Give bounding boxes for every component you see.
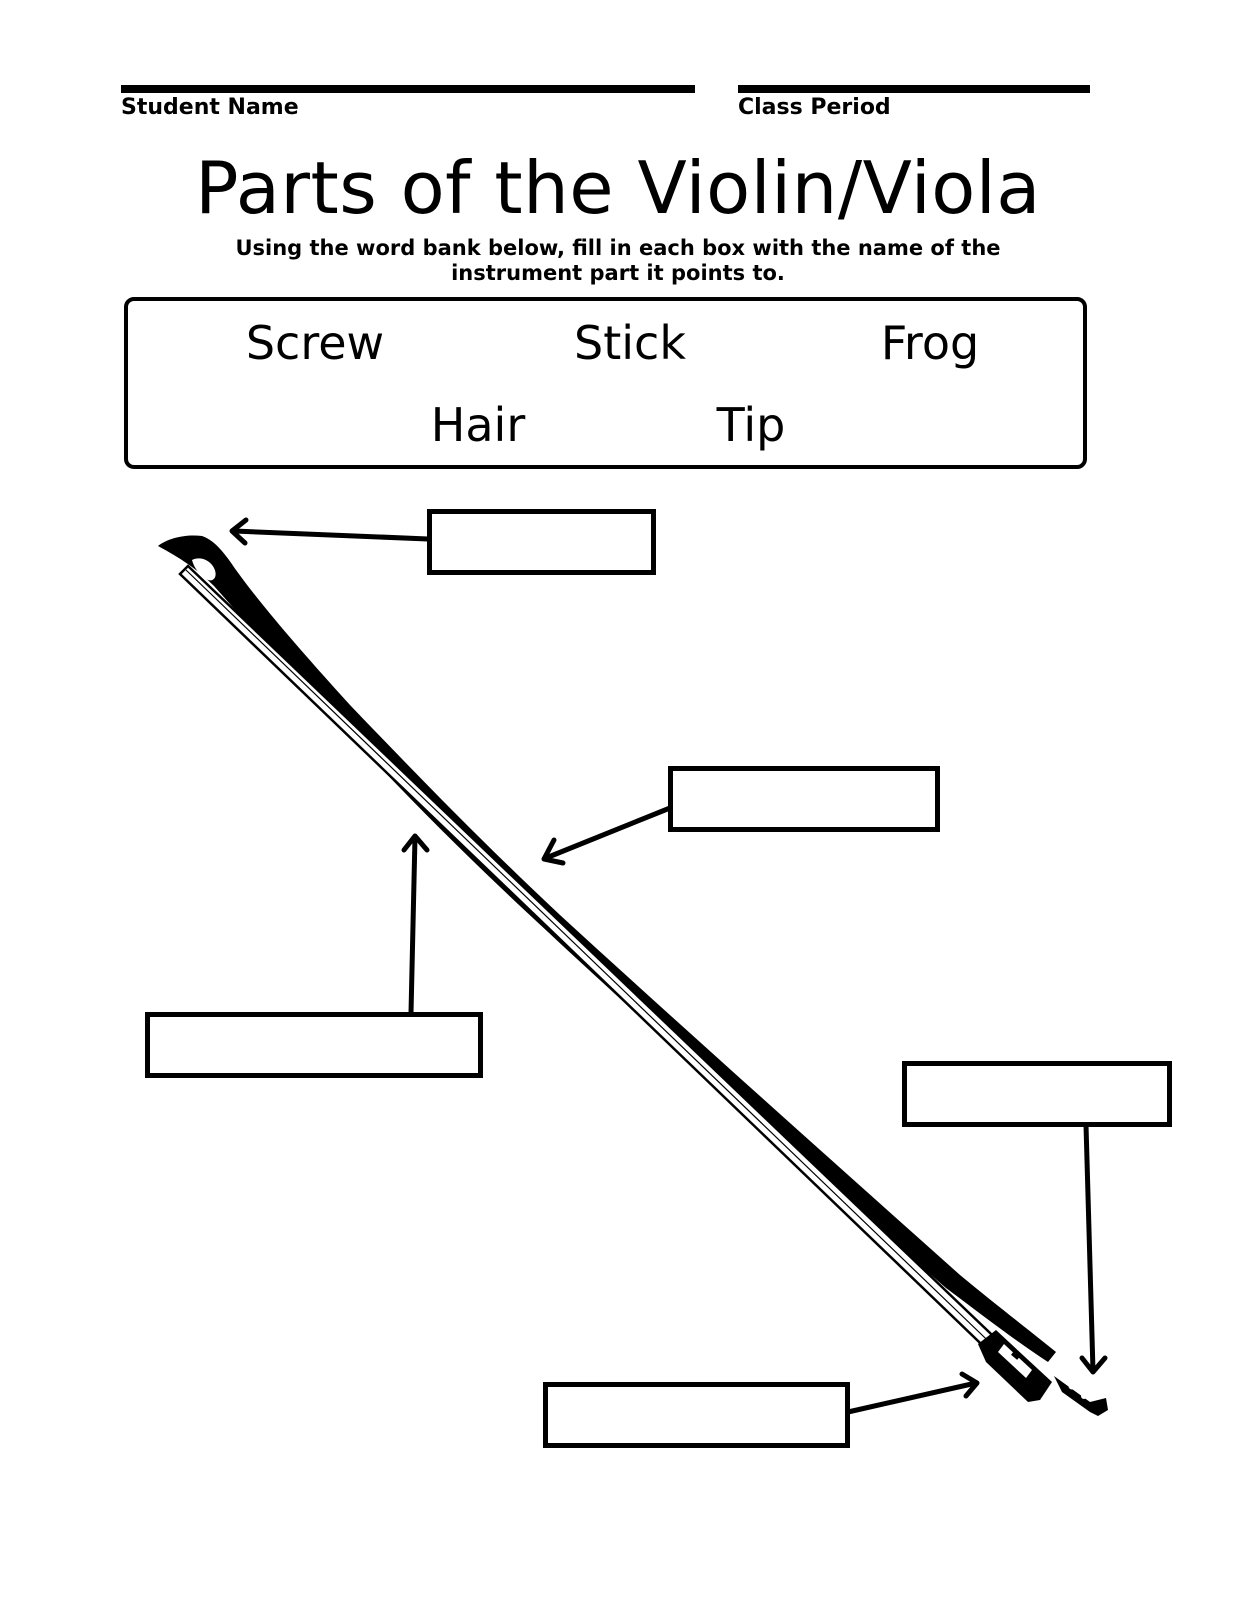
instructions-text: Using the word bank below, fill in each … [235, 236, 1001, 285]
word-bank: Screw Stick Frog Hair Tip [124, 297, 1087, 469]
answer-box-screw[interactable] [902, 1061, 1172, 1127]
bow-tip-gap [192, 558, 216, 581]
answer-box-hair[interactable] [145, 1012, 483, 1078]
class-period-label: Class Period [738, 95, 891, 120]
word-bank-item: Screw [245, 316, 385, 370]
student-name-line [121, 85, 695, 93]
word-bank-item: Stick [574, 316, 686, 370]
page-title: Parts of the Violin/Viola [195, 146, 1041, 230]
bow-stick [158, 535, 1056, 1362]
word-bank-item: Hair [430, 398, 526, 452]
arrow-to-stick [541, 805, 673, 866]
arrow-to-tip [229, 517, 431, 546]
word-bank-item: Frog [880, 316, 980, 370]
student-name-label: Student Name [121, 95, 299, 120]
answer-box-tip[interactable] [427, 509, 656, 575]
word-bank-item: Tip [716, 398, 786, 452]
answer-box-frog[interactable] [543, 1382, 850, 1448]
arrow-to-hair [401, 833, 430, 1016]
arrow-to-screw [1079, 1122, 1108, 1375]
arrow-to-frog [845, 1371, 980, 1415]
answer-box-stick[interactable] [668, 766, 940, 832]
class-period-line [738, 85, 1090, 93]
